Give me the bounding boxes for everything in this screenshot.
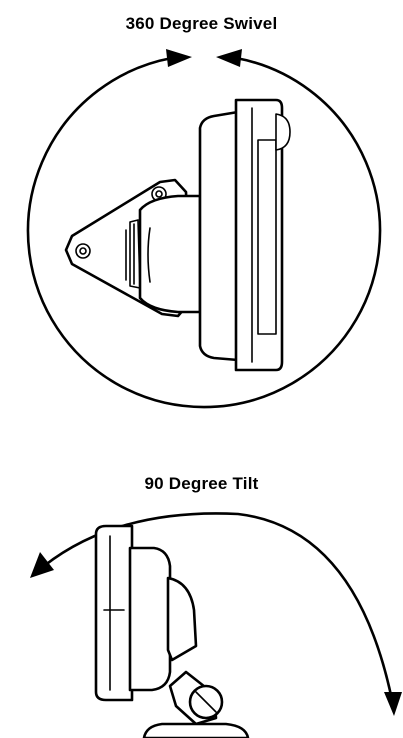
swivel-arm-slot xyxy=(147,227,151,283)
tilt-arrow-down xyxy=(384,692,402,716)
swivel-rotation-arc xyxy=(26,56,382,409)
swivel-unit-display xyxy=(234,98,284,372)
tilt-unit-display xyxy=(94,524,134,702)
tilt-arrow-left xyxy=(30,552,54,578)
swivel-caption: 360 Degree Swivel xyxy=(125,14,278,33)
swivel-pivot xyxy=(129,219,141,289)
tilt-unit-housing xyxy=(128,546,172,692)
swivel-unit-housing xyxy=(198,110,240,362)
swivel-arrow-left xyxy=(166,49,192,67)
swivel-arrow-right xyxy=(216,49,242,67)
swivel-pivot-detail xyxy=(125,223,135,285)
tilt-pivot-detail xyxy=(195,691,217,713)
screw-hole-left xyxy=(75,243,91,259)
tilt-base-mount xyxy=(142,722,250,738)
swivel-unit-knob xyxy=(275,113,291,151)
swivel-display-inner xyxy=(257,139,277,335)
tilt-caption: 90 Degree Tilt xyxy=(144,474,259,493)
swivel-arm xyxy=(138,194,202,314)
tilt-figure xyxy=(30,512,402,738)
screw-hole-left-inner xyxy=(79,247,87,255)
screw-hole-top-inner xyxy=(155,190,163,198)
tilt-hinge xyxy=(166,576,198,662)
swivel-figure xyxy=(26,49,382,409)
